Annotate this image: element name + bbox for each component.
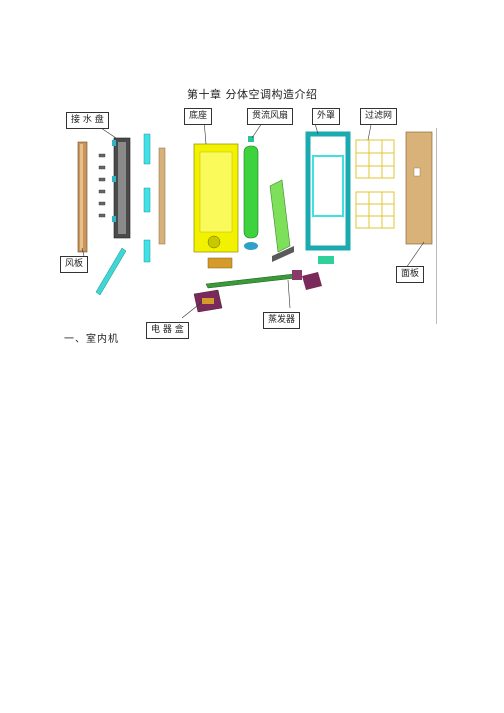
evaporator-part (269, 179, 294, 262)
outer-cover-part (305, 131, 351, 264)
callout-filter: 过滤网 (360, 108, 398, 125)
swing-rod-part (95, 247, 127, 296)
page-edge-line (436, 128, 437, 324)
callout-drain-tray: 接 水 盘 (66, 112, 109, 129)
callout-evaporator: 蒸发器 (263, 312, 301, 329)
filter-part (355, 139, 395, 229)
callout-air-guide: 风板 (60, 256, 89, 273)
hooks-part (98, 153, 106, 218)
chapter-title: 第十章 分体空调构造介绍 (187, 88, 318, 101)
callout-crossflow-fan: 贯流风扇 (247, 108, 294, 125)
cyan-strips-part (143, 133, 151, 263)
indoor-unit-exploded-diagram (77, 119, 433, 319)
drain-tray-part (112, 137, 131, 239)
section-heading: 一、室内机 (64, 334, 119, 345)
callout-outer-cover: 外罩 (312, 108, 341, 125)
callout-electrical-box: 电 器 盒 (146, 322, 189, 339)
panel-part (405, 131, 433, 245)
air-guide-part (77, 141, 88, 253)
callout-base: 底座 (184, 108, 213, 125)
callout-panel: 面板 (396, 266, 425, 283)
wood-strip-part (158, 147, 166, 245)
crossflow-fan-part (243, 136, 259, 250)
evaporator-pipe-part (205, 270, 322, 290)
electrical-box-part (193, 257, 233, 313)
base-part (193, 143, 239, 253)
